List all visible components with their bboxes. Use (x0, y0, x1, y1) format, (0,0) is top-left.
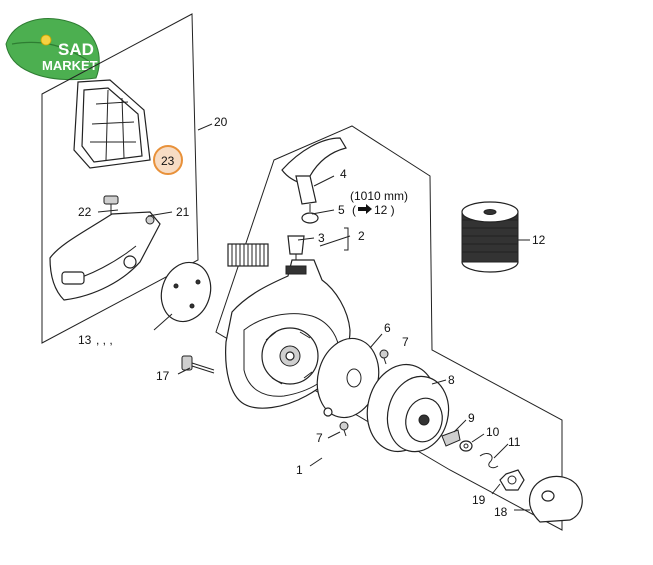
part-labels: 20 23 22 21 13 , , , 17 4 (1010 mm) 5 ( … (78, 115, 546, 519)
screw-7-lower-part[interactable] (339, 421, 349, 437)
label-19: 19 (472, 493, 486, 507)
label-11: 11 (508, 435, 521, 449)
rope-rotor-part[interactable] (358, 357, 456, 459)
washer-part[interactable] (459, 440, 473, 452)
nut-part[interactable] (499, 469, 525, 491)
bracket-2 (344, 227, 349, 251)
label-23: 23 (161, 154, 175, 168)
label-2: 2 (358, 229, 365, 243)
flower-icon (40, 34, 52, 46)
label-9: 9 (468, 411, 475, 425)
cover-21-part[interactable] (49, 211, 161, 301)
label-6: 6 (384, 321, 391, 335)
label-1: 1 (296, 463, 303, 477)
note-open-paren: ( (352, 203, 356, 217)
screw-7-upper-part[interactable] (379, 349, 389, 365)
rope-guide-part[interactable] (301, 204, 319, 224)
dome-cap-part[interactable] (528, 475, 583, 523)
leaf-icon (5, 18, 100, 81)
screw-22-part[interactable] (103, 195, 119, 216)
bolt-17-part[interactable] (181, 355, 215, 374)
pawl-part[interactable] (441, 429, 461, 447)
label-18: 18 (494, 505, 508, 519)
label-10: 10 (486, 425, 500, 439)
grommet-part[interactable] (287, 235, 305, 262)
filter-assembly-frame (41, 13, 199, 344)
label-5: 5 (338, 203, 345, 217)
label-20: 20 (214, 115, 228, 129)
rope-spool-part[interactable] (461, 201, 519, 273)
label-17: 17 (156, 369, 170, 383)
label-8: 8 (448, 373, 455, 387)
highlight-ring-23 (153, 145, 183, 175)
label-3: 3 (318, 231, 325, 245)
leader-lines (97, 123, 530, 511)
label-7-upper: 7 (402, 335, 409, 349)
rewind-spring-part[interactable] (227, 243, 269, 267)
label-21: 21 (176, 205, 190, 219)
label-13-commas: , , , (96, 333, 113, 347)
label-22: 22 (78, 205, 92, 219)
label-4: 4 (340, 167, 347, 181)
logo-line1: SAD (58, 40, 94, 59)
arrow-right-icon (358, 204, 372, 214)
gasket-disc-part[interactable] (154, 256, 218, 328)
label-7-lower: 7 (316, 431, 323, 445)
note-ref: 12 ) (374, 203, 395, 217)
note-length: (1010 mm) (350, 189, 408, 203)
spring-clip-part[interactable] (479, 453, 499, 469)
air-filter-part[interactable] (73, 79, 151, 169)
spring-cover-part[interactable] (309, 332, 387, 424)
sad-market-logo[interactable]: SAD MARKET (5, 18, 100, 81)
label-12: 12 (532, 233, 546, 247)
logo-line2: MARKET (42, 58, 98, 73)
starter-handle-part[interactable] (281, 137, 347, 205)
label-13: 13 (78, 333, 92, 347)
